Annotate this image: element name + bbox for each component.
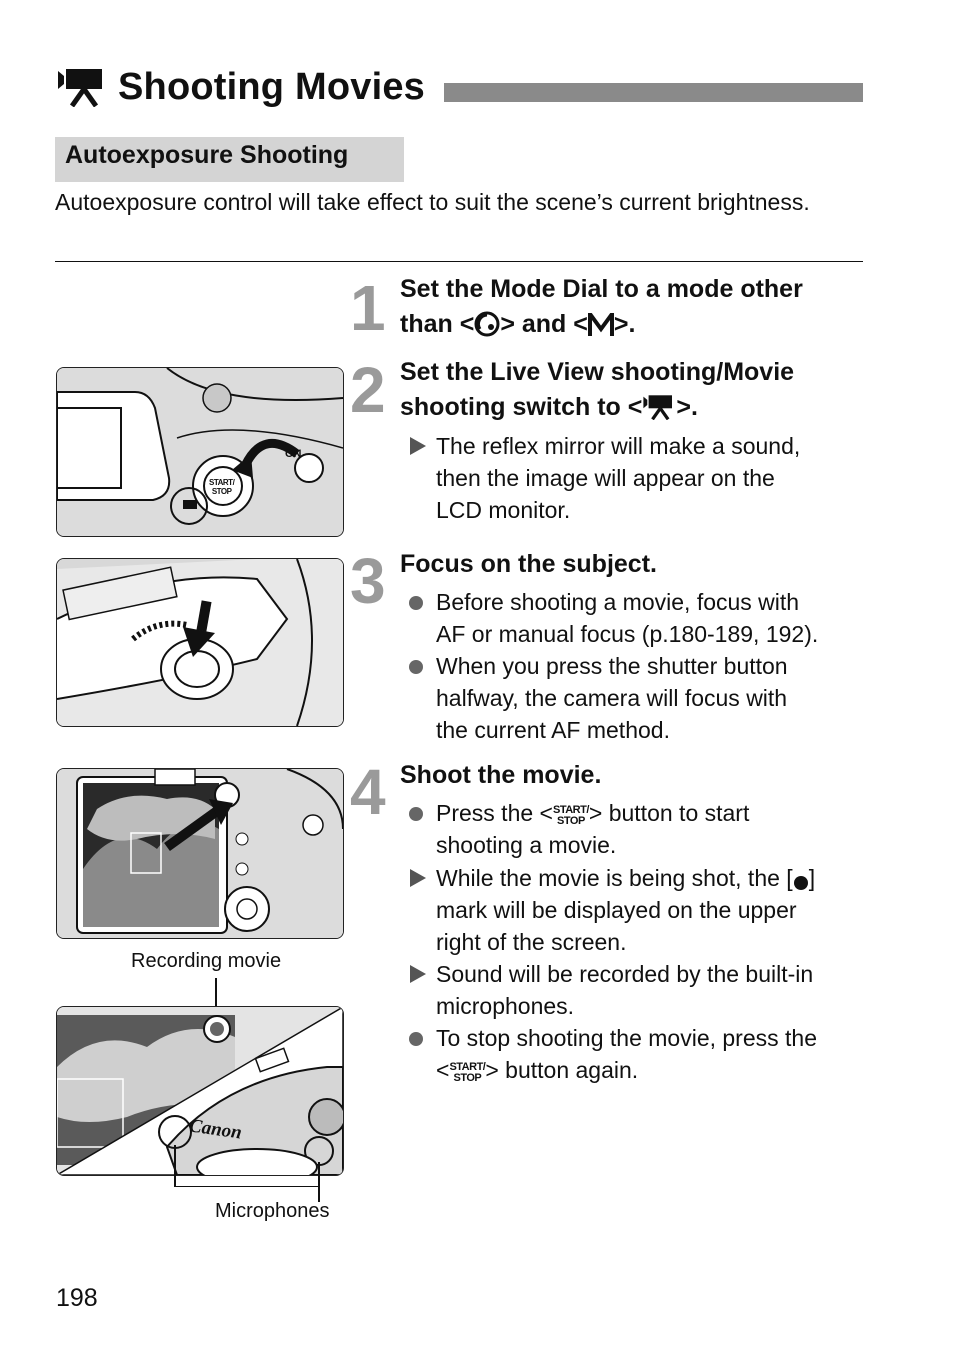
camera-switch-drawing [57,368,343,536]
step-number: 4 [350,756,386,828]
bullet-text: > button to start [588,800,750,826]
step-4-bullet: To stop shooting the movie, press the <S… [409,1022,876,1086]
result-arrow-icon [405,958,427,991]
step-1-title: Set the Mode Dial to a mode other than <… [400,272,870,342]
start-stop-button-icon: START/STOP [449,1062,485,1084]
recording-dot-icon [793,876,808,890]
step-title-line: Set the Mode Dial to a mode other [400,275,803,303]
switch-on-label: ON [285,448,302,460]
microphones-illustration: Canon [56,1006,344,1176]
section-rule [55,261,863,262]
bullet-dot-icon [405,1022,427,1054]
creative-auto-icon [474,311,500,337]
bullet-text: Press the < [436,800,553,826]
bullet-text: While the movie is being shot, the [ [436,865,793,891]
page-title-row: Shooting Movies [58,62,425,112]
lcd-illustration [56,768,344,939]
movie-camera-icon [58,69,102,107]
section-heading-box: Autoexposure Shooting [55,137,404,182]
start-stop-top: START/ [209,478,235,487]
movie-camera-icon [643,395,673,420]
step-title-text: >. [676,393,698,421]
step-3-bullet: When you press the shutter button halfwa… [409,650,876,746]
bullet-line: Press the <START/STOP> button to start [436,797,876,829]
bullet-line: halfway, the camera will focus with [436,685,788,711]
bullet-line: shooting a movie. [436,832,617,858]
intro-text: Autoexposure control will take effect to… [55,189,810,215]
bullet-line: When you press the shutter button [436,653,788,679]
result-arrow-icon [405,430,427,463]
step-title-text: shooting switch to < [400,393,643,421]
bullet-text: ] [808,865,816,891]
step-title-text: > and < [500,310,588,338]
bullet-dot-icon [405,586,427,618]
start-stop-top: START/ [449,1061,486,1073]
start-stop-bottom: STOP [211,487,232,496]
bullet-dot-icon [405,797,427,829]
title-divider-bar [444,83,863,102]
bullet-line: LCD monitor. [436,497,571,523]
bullet-text: > button again. [485,1057,639,1083]
callout-line [215,978,217,1016]
start-stop-button-icon: START/STOP [553,805,589,827]
step-title-text: >. [613,310,636,338]
microphones-caption: Microphones [215,1200,330,1222]
step-4-bullet: Press the <START/STOP> button to start s… [409,797,876,861]
bullet-line: Sound will be recorded by the built-in [436,961,814,987]
bullet-line: mark will be displayed on the upper [436,897,797,923]
bullet-line: then the image will appear on the [436,465,775,491]
step-4-bullet: Sound will be recorded by the built-in m… [409,958,876,1022]
page-title: Shooting Movies [118,65,425,108]
shutter-button-drawing [57,559,343,726]
step-title-line: shooting switch to < >. [400,390,870,425]
step-title-text: than < [400,310,475,338]
start-stop-bottom: STOP [557,815,585,827]
bullet-dot-icon [405,650,427,682]
recording-movie-caption: Recording movie [131,950,282,972]
step-number: 3 [350,545,386,617]
step-2-title: Set the Live View shooting/Movie shootin… [400,355,870,425]
callout-line [174,1186,319,1187]
switch-illustration: ON START/STOP [56,367,344,537]
bullet-line: the current AF method. [436,717,670,743]
bullet-line: While the movie is being shot, the [] [436,862,876,894]
manual-mode-icon [587,313,614,336]
step-2-bullet: The reflex mirror will make a sound, the… [409,430,876,526]
step-number: 2 [350,354,386,426]
shutter-illustration [56,558,344,727]
bullet-line: AF or manual focus (p.180-189, 192). [436,621,819,647]
step-4-title: Shoot the movie. [400,761,602,789]
step-4-bullet: While the movie is being shot, the [] ma… [409,862,876,958]
camera-back-drawing [57,769,343,938]
bullet-line: Before shooting a movie, focus with [436,589,800,615]
bullet-line: To stop shooting the movie, press the [436,1025,817,1051]
section-heading: Autoexposure Shooting [65,141,349,169]
step-title-line: Set the Live View shooting/Movie [400,358,795,386]
result-arrow-icon [405,862,427,895]
step-3-title: Focus on the subject. [400,550,657,578]
bullet-line: <START/STOP> button again. [436,1054,876,1086]
callout-line [174,1145,176,1187]
bullet-line: microphones. [436,993,575,1019]
start-stop-button-icon: START/STOP [209,478,235,496]
start-stop-bottom: STOP [453,1072,482,1084]
bullet-line: right of the screen. [436,929,627,955]
step-number: 1 [350,272,386,344]
camera-front-drawing [57,1007,343,1175]
bullet-text: < [436,1057,450,1083]
bullet-line: The reflex mirror will make a sound, [436,433,801,459]
step-title-line: than < > and < >. [400,307,870,342]
callout-line [318,1162,320,1202]
start-stop-top: START/ [552,804,589,816]
step-3-bullet: Before shooting a movie, focus with AF o… [409,586,876,650]
page-number: 198 [56,1284,98,1312]
